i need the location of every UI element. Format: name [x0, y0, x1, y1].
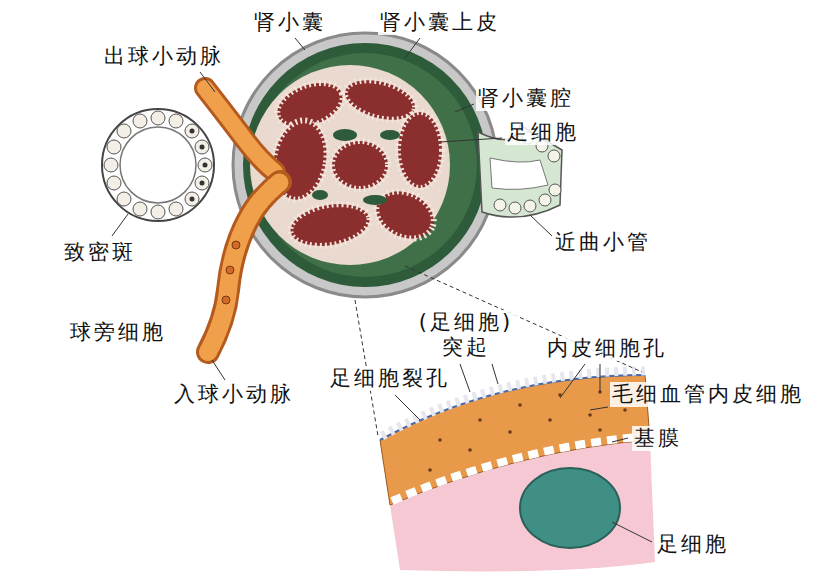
- part-label: 肾小囊: [252, 10, 328, 35]
- part-label: 毛细血管内皮细胞: [610, 382, 806, 407]
- part-label: (足细胞) 突起: [412, 310, 520, 360]
- part-label: 近曲小管: [553, 230, 653, 255]
- part-label: 肾小囊腔: [476, 86, 576, 111]
- arterioles: [205, 88, 280, 352]
- part-label: 足细胞: [505, 120, 581, 145]
- part-label: 内皮细胞孔: [545, 336, 669, 361]
- part-label: 出球小动脉: [102, 44, 226, 69]
- part-label: 入球小动脉: [172, 382, 296, 407]
- part-label: 球旁细胞: [68, 320, 168, 345]
- part-label: 肾小囊上皮: [378, 10, 502, 35]
- leader-lines: [112, 38, 652, 542]
- distal-tubule: [102, 109, 214, 221]
- part-label: 足细胞裂孔: [328, 366, 452, 391]
- part-label: 足细胞: [655, 532, 731, 557]
- part-label: 基膜: [632, 426, 684, 451]
- part-label: 致密斑: [62, 240, 138, 265]
